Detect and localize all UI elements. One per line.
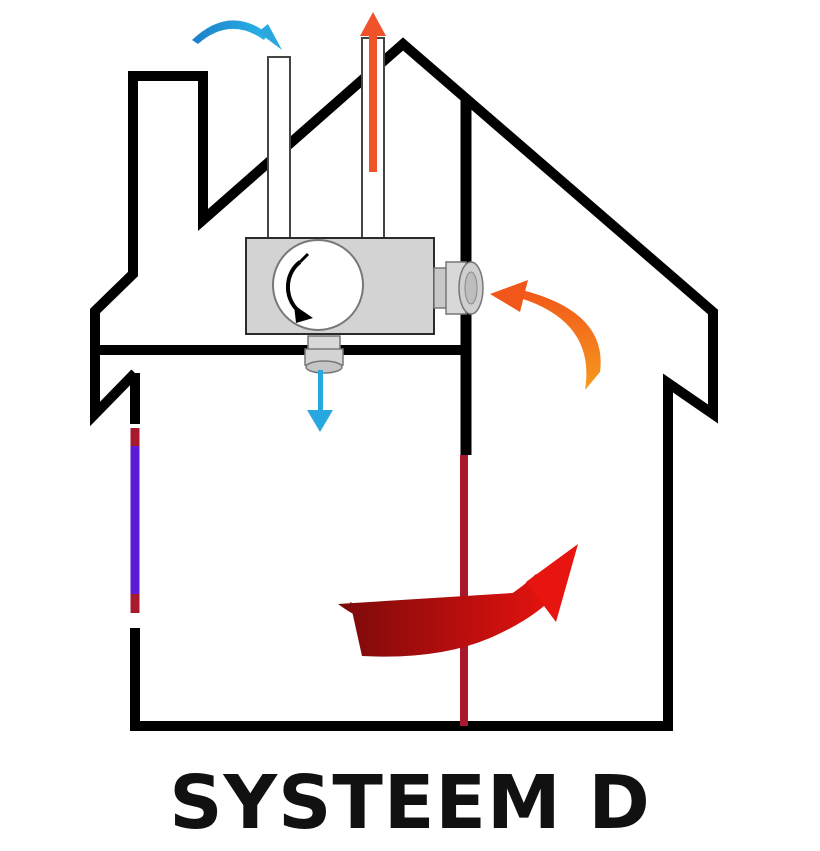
- supply-air-down-arrow-icon: [307, 370, 333, 432]
- window: [129, 424, 141, 628]
- house-outline: [90, 37, 718, 731]
- heat-exchanger-rotation-icon: [272, 239, 364, 331]
- supply-connector: [304, 335, 344, 374]
- fresh-air-inlet-arrow-icon: [192, 20, 282, 50]
- diagram-caption: SYSTEEM D: [169, 760, 651, 846]
- room-airflow-arrow-icon: [338, 544, 578, 657]
- extract-connector: [433, 261, 484, 315]
- exhaust-air-outlet-arrow-icon: [360, 12, 386, 172]
- fresh-air-duct: [267, 56, 291, 240]
- extract-air-arrow-icon: [490, 280, 601, 390]
